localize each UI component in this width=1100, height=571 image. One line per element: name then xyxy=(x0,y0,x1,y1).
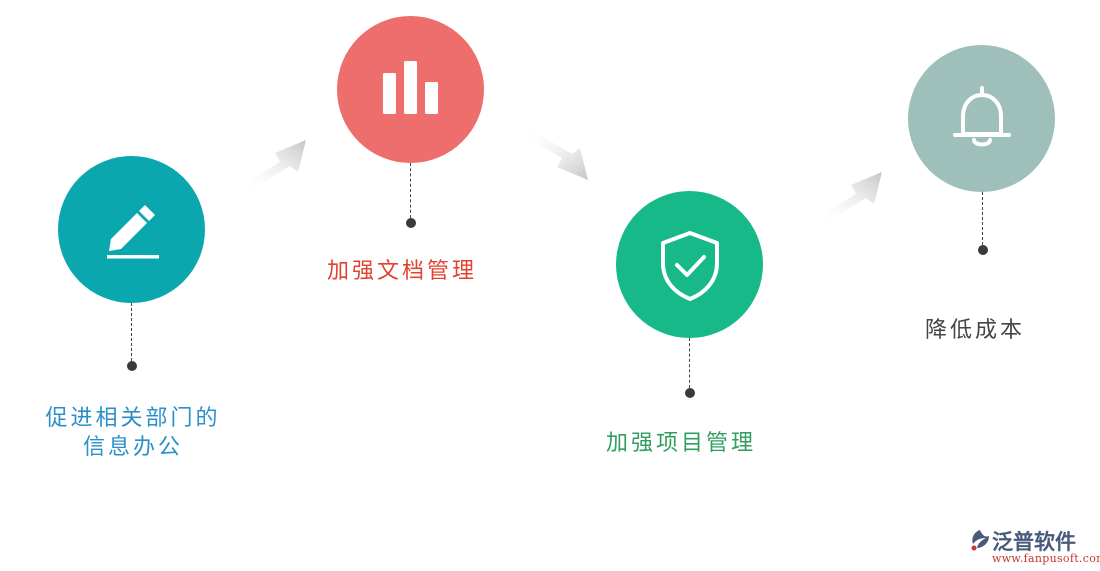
step-1-circle xyxy=(58,156,205,303)
step-1-label-line1: 促进相关部门的 xyxy=(45,406,221,431)
step-2-dot xyxy=(406,218,416,228)
step-1-connector xyxy=(131,303,132,361)
shield-check-icon xyxy=(660,230,719,301)
arrow-1-icon xyxy=(240,140,306,190)
logo-icon xyxy=(971,530,989,551)
step-4-label: 降低成本 xyxy=(925,318,1026,343)
logo-url: www.fanpusoft.com xyxy=(992,552,1100,565)
step-1-label-line2: 信息办公 xyxy=(82,435,183,460)
step-2-circle xyxy=(337,16,484,163)
step-3-label: 加强项目管理 xyxy=(606,431,757,456)
logo: 泛普软件 www.fanpusoft.com xyxy=(968,524,1100,568)
logo-name: 泛普软件 xyxy=(992,530,1076,554)
step-1-dot xyxy=(127,361,137,371)
arrow-3-icon xyxy=(816,172,882,222)
step-3-dot xyxy=(685,388,695,398)
step-3-circle xyxy=(616,191,763,338)
step-2-label: 加强文档管理 xyxy=(327,259,478,284)
step-4-connector xyxy=(982,192,983,245)
step-3-connector xyxy=(689,338,690,388)
pencil-icon xyxy=(106,204,159,258)
arrow-2-icon xyxy=(522,130,588,180)
bar-chart-icon xyxy=(382,60,438,114)
step-1-label: 促进相关部门的 信息办公 xyxy=(33,404,233,462)
step-4-circle xyxy=(908,45,1055,192)
bell-icon xyxy=(952,85,1011,146)
step-2-connector xyxy=(410,163,411,218)
step-4-dot xyxy=(978,245,988,255)
